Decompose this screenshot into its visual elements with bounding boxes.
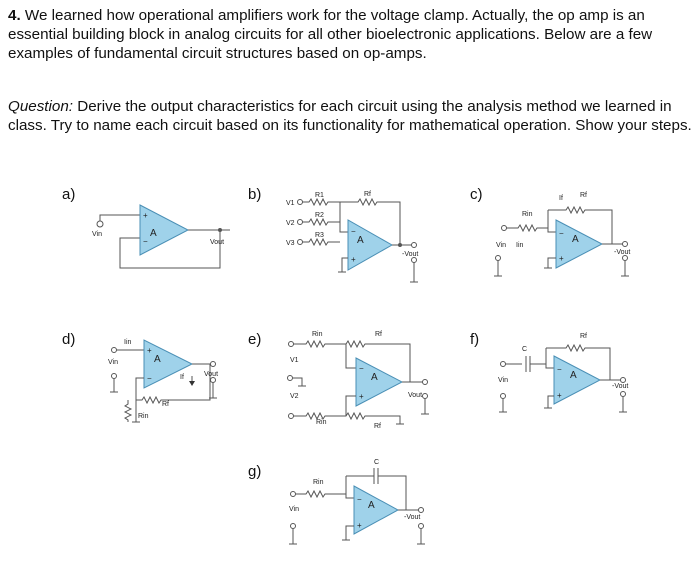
- op-amp-b-label: A: [357, 235, 364, 246]
- c-if: If: [559, 195, 563, 202]
- op-amp-a: [139, 204, 190, 256]
- circuit-b-label: b): [248, 186, 262, 203]
- a-vin: Vin: [92, 231, 102, 238]
- op-amp-f-label: A: [570, 370, 577, 381]
- svg-text:+: +: [559, 254, 564, 263]
- b-r2: R2: [315, 212, 324, 219]
- svg-text:+: +: [143, 211, 148, 220]
- op-amp-g-label: A: [368, 500, 375, 511]
- circuit-f-label: f): [470, 331, 480, 348]
- b-r1: R1: [315, 192, 324, 199]
- g-vin: Vin: [289, 506, 299, 513]
- b-v2: V2: [286, 220, 295, 227]
- svg-text:+: +: [357, 521, 362, 530]
- e-vout: Vout: [408, 392, 422, 399]
- question-intro: 4. We learned how operational amplifiers…: [8, 6, 694, 64]
- circuit-d-label: d): [62, 331, 76, 348]
- svg-text:−: −: [143, 237, 148, 246]
- c-vin: Vin: [496, 242, 506, 249]
- b-v1: V1: [286, 200, 295, 207]
- e-rf-top: Rf: [375, 331, 382, 338]
- g-rin: Rin: [313, 479, 324, 486]
- c-rin: Rin: [522, 211, 533, 218]
- d-rf: Rf: [162, 401, 169, 408]
- op-amp-g: [353, 485, 400, 535]
- b-rf: Rf: [364, 191, 371, 198]
- op-amp-b: [347, 219, 394, 271]
- e-rf-bot: Rf: [374, 423, 381, 430]
- e-rin-bot: Rin: [316, 419, 327, 426]
- op-amp-c: [555, 219, 604, 269]
- b-vout: -Vout: [402, 251, 418, 258]
- op-amp-a-label: A: [150, 228, 157, 239]
- svg-text:−: −: [557, 365, 562, 374]
- svg-text:−: −: [147, 374, 152, 383]
- g-vout: -Vout: [404, 514, 420, 521]
- c-vout: -Vout: [614, 249, 630, 256]
- circuit-c-label: c): [470, 186, 483, 203]
- d-vout: Vout: [204, 371, 218, 378]
- e-v1: V1: [290, 357, 299, 364]
- e-v2: V2: [290, 393, 299, 400]
- c-iin: Iin: [516, 242, 524, 249]
- op-amp-f: [553, 355, 602, 405]
- g-c: C: [374, 459, 379, 466]
- intro-text: We learned how operational amplifiers wo…: [8, 7, 653, 63]
- f-vin: Vin: [498, 377, 508, 384]
- question-number: 4.: [8, 7, 21, 24]
- circuit-a-label: a): [62, 186, 76, 203]
- op-amp-d-label: A: [154, 354, 161, 365]
- circuit-g-label: g): [248, 463, 262, 480]
- svg-text:−: −: [357, 495, 362, 504]
- e-rin-top: Rin: [312, 331, 323, 338]
- op-amp-e: [355, 357, 404, 407]
- svg-text:+: +: [147, 346, 152, 355]
- b-v3: V3: [286, 240, 295, 247]
- d-vin: Vin: [108, 359, 118, 366]
- svg-text:−: −: [351, 227, 356, 236]
- c-rf: Rf: [580, 192, 587, 199]
- svg-text:+: +: [557, 391, 562, 400]
- question-label: Question:: [8, 98, 74, 115]
- f-vout: -Vout: [612, 383, 628, 390]
- op-amp-c-label: A: [572, 234, 579, 245]
- f-rf: Rf: [580, 333, 587, 340]
- svg-text:+: +: [351, 255, 356, 264]
- question-prompt: Question: Derive the output characterist…: [8, 97, 694, 135]
- question-text: Derive the output characteristics for ea…: [8, 98, 692, 135]
- op-amp-e-label: A: [371, 372, 378, 383]
- d-if: If: [180, 374, 184, 381]
- op-amp-d: [143, 339, 194, 389]
- d-iin: Iin: [124, 339, 132, 346]
- svg-text:−: −: [559, 229, 564, 238]
- d-rin: Rin: [138, 413, 149, 420]
- svg-text:−: −: [359, 364, 364, 373]
- circuit-e-label: e): [248, 331, 262, 348]
- svg-text:+: +: [359, 392, 364, 401]
- a-vout: Vout: [210, 239, 224, 246]
- f-c: C: [522, 346, 527, 353]
- b-r3: R3: [315, 232, 324, 239]
